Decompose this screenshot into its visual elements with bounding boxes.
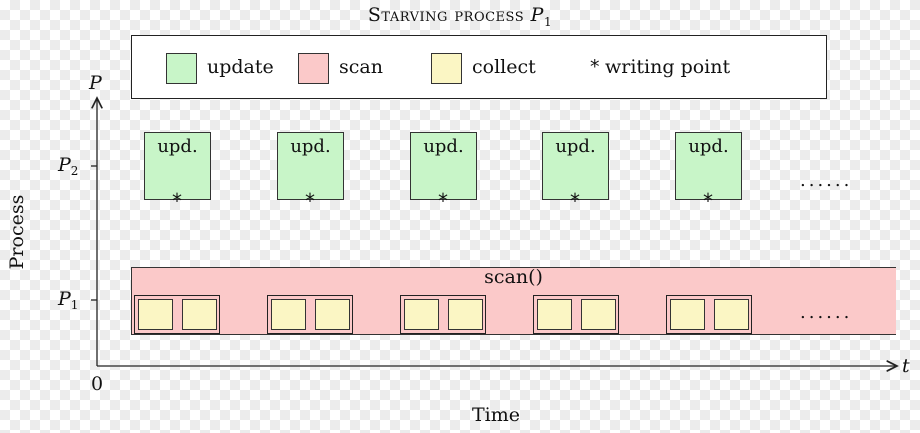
collect-block — [138, 299, 173, 330]
collect-block — [537, 299, 572, 330]
collect-group — [666, 295, 752, 334]
writing-point-icon: * — [703, 189, 713, 213]
collect-group — [533, 295, 619, 334]
collect-block — [714, 299, 749, 330]
update-block — [675, 132, 742, 200]
title-subscript: 1 — [543, 14, 553, 29]
collect-block — [182, 299, 217, 330]
update-block — [410, 132, 477, 200]
writing-point-icon: * — [570, 189, 580, 213]
collect-block — [315, 299, 350, 330]
collect-block — [670, 299, 705, 330]
legend-update-label: update — [207, 56, 274, 78]
legend-update-swatch — [166, 53, 197, 84]
origin-label: 0 — [91, 373, 104, 395]
writing-point-icon: * — [172, 189, 182, 213]
update-block — [277, 132, 344, 200]
p2-label: P2 — [58, 154, 78, 178]
title-variable: P — [530, 4, 544, 26]
diagram-title: Starving process P1 — [0, 4, 920, 29]
collect-group — [134, 295, 220, 334]
collect-block — [404, 299, 439, 330]
p1-variable: P — [58, 288, 71, 310]
x-axis-variable: t — [902, 355, 910, 377]
legend: update scan collect * writing point — [131, 35, 827, 99]
writing-point-icon: * — [438, 189, 448, 213]
update-label: upd. — [290, 136, 331, 157]
collect-group — [267, 295, 353, 334]
update-label: upd. — [555, 136, 596, 157]
legend-writing-point-label: writing point — [605, 56, 731, 78]
p2-subscript: 2 — [70, 164, 79, 178]
p2-ellipsis: ...... — [800, 170, 853, 191]
update-label: upd. — [688, 136, 729, 157]
writing-point-icon: * — [305, 189, 315, 213]
p2-variable: P — [58, 154, 71, 176]
legend-scan-swatch — [298, 53, 329, 84]
legend-collect-label: collect — [472, 56, 536, 78]
update-label: upd. — [157, 136, 198, 157]
update-block — [542, 132, 609, 200]
legend-collect-swatch — [431, 53, 462, 84]
legend-star-icon: * — [590, 56, 600, 78]
legend-scan-label: scan — [339, 56, 383, 78]
p1-label: P1 — [58, 288, 78, 312]
title-text: Starving process — [367, 4, 525, 26]
collect-group — [400, 295, 486, 334]
update-label: upd. — [423, 136, 464, 157]
p1-ellipsis: ...... — [800, 302, 853, 323]
x-axis-label: Time — [472, 404, 521, 426]
p1-subscript: 1 — [70, 298, 79, 312]
y-axis-label: Process — [6, 194, 28, 270]
y-axis-variable: P — [89, 72, 102, 94]
scan-label: scan() — [484, 266, 543, 288]
update-block — [144, 132, 211, 200]
collect-block — [581, 299, 616, 330]
collect-block — [271, 299, 306, 330]
collect-block — [448, 299, 483, 330]
scan-bar — [131, 267, 896, 335]
